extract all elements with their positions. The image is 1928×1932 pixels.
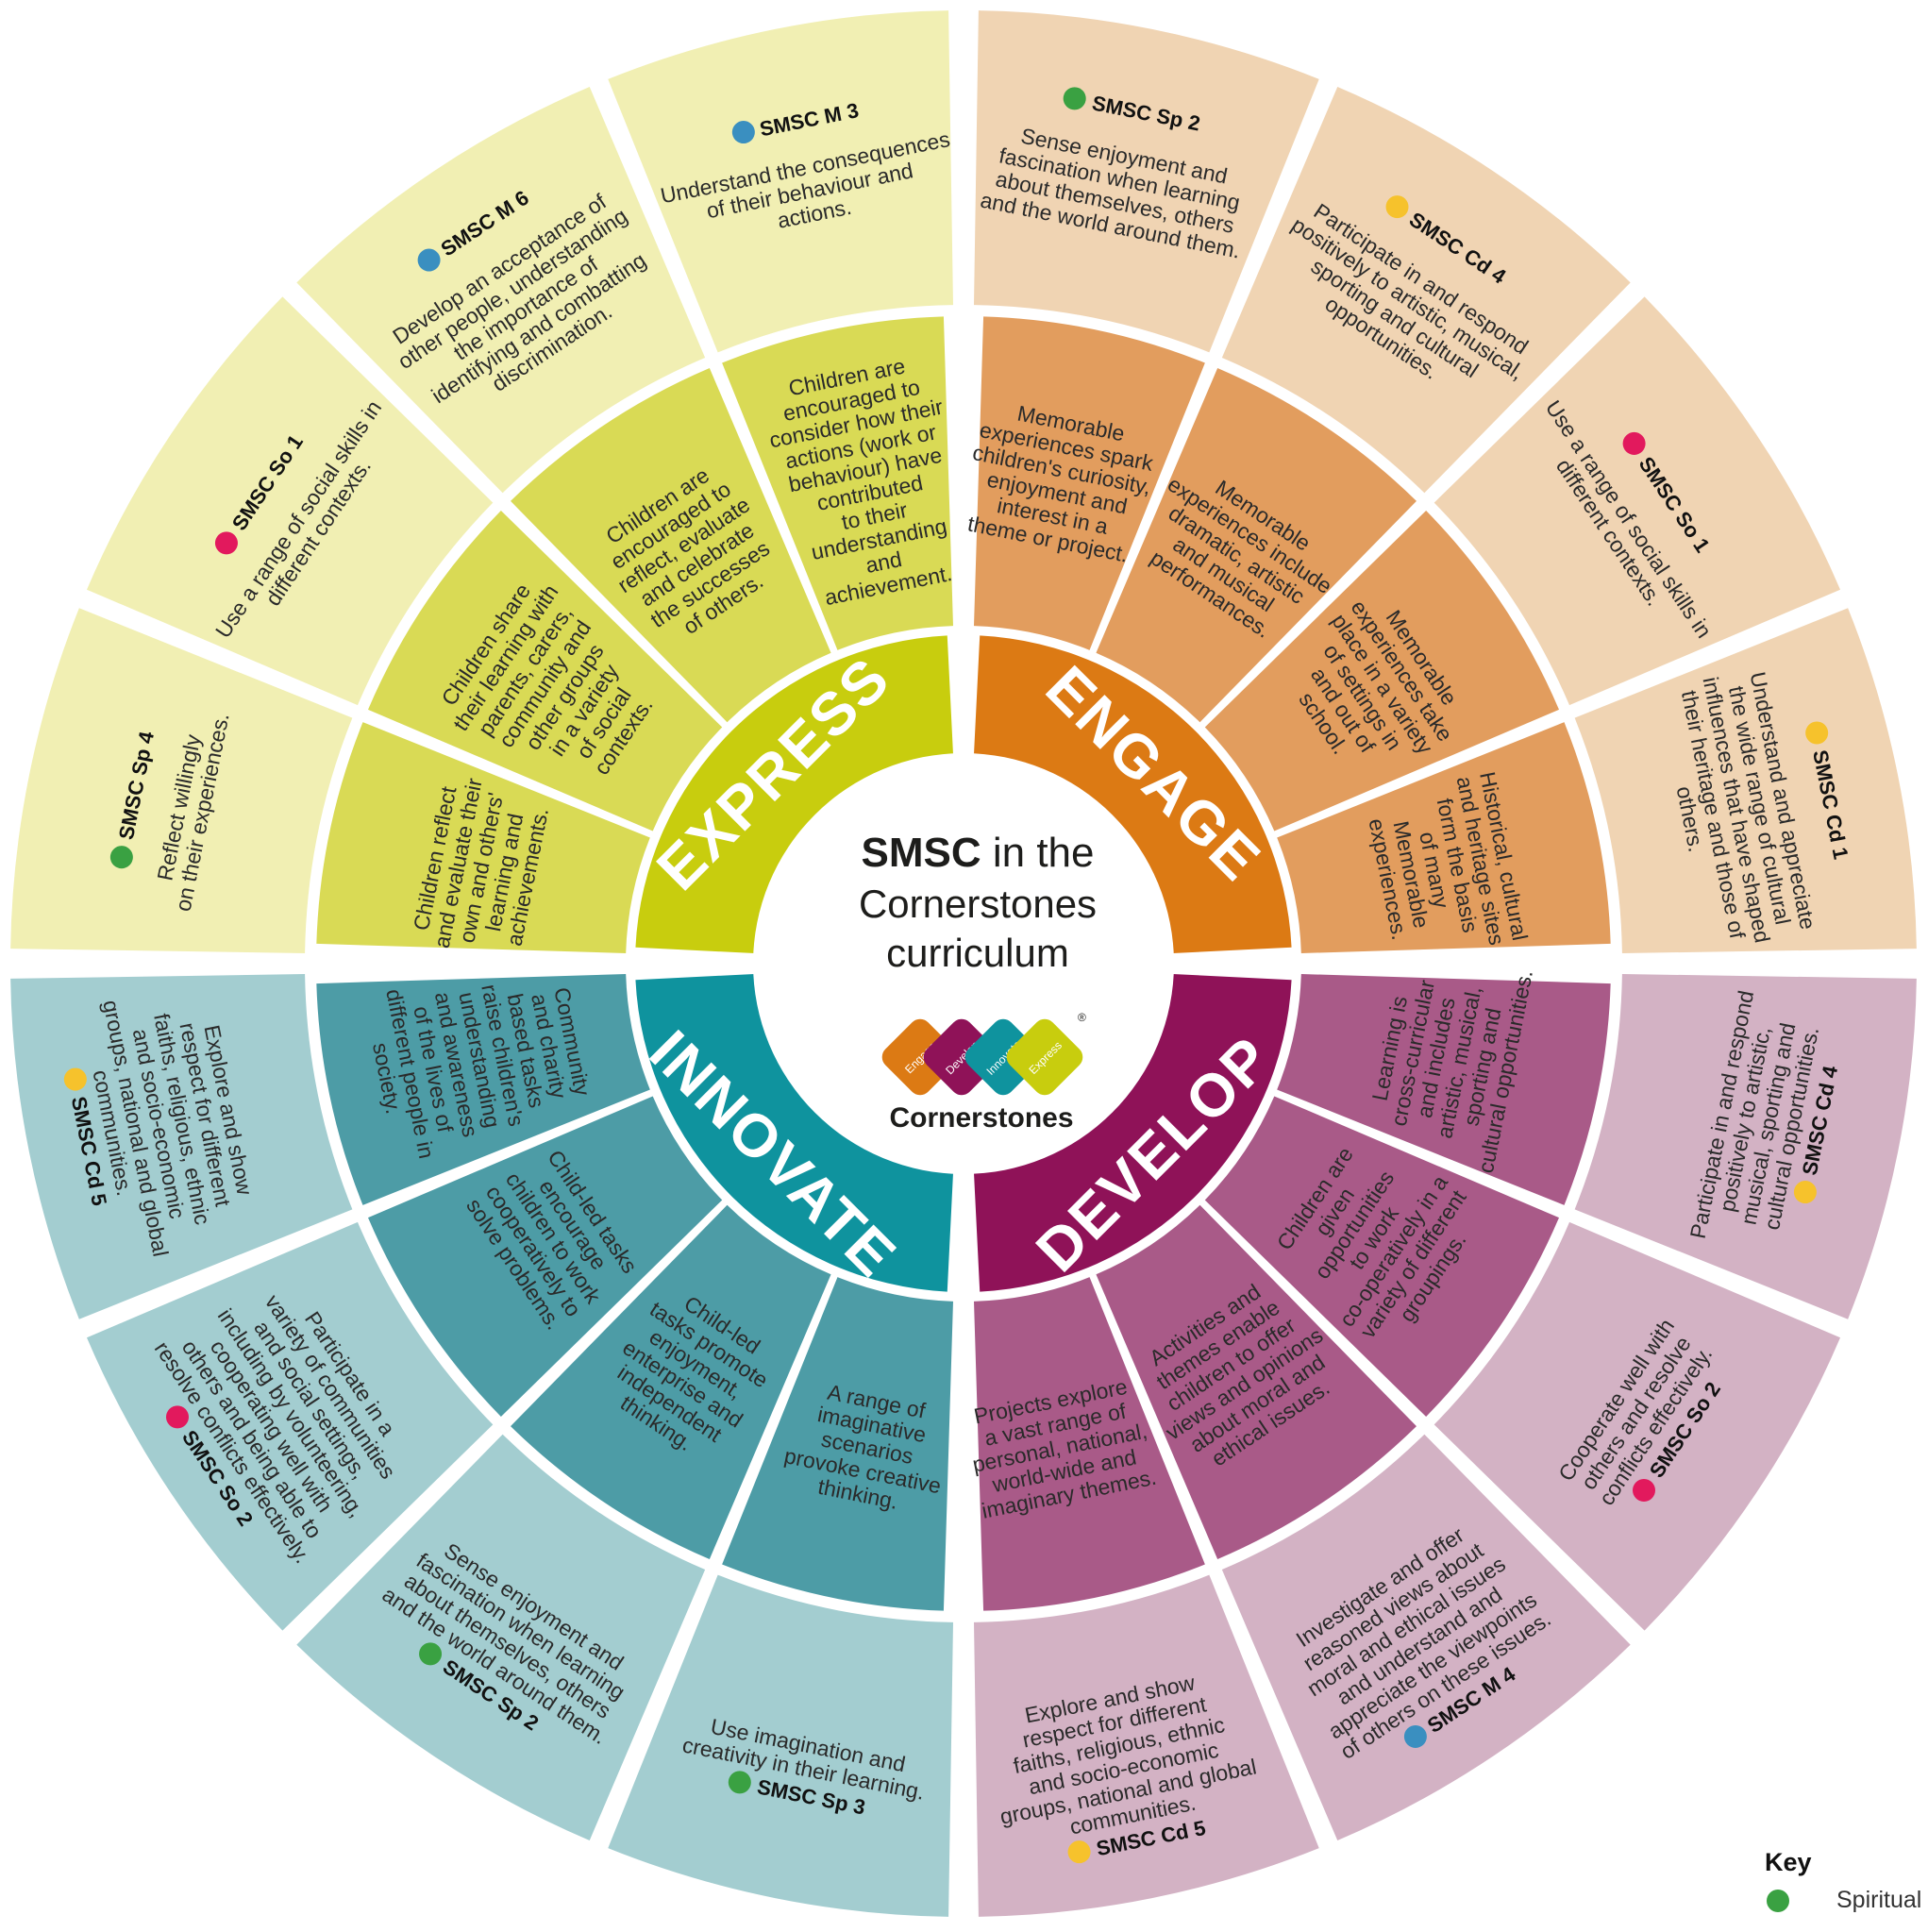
outer-segment-innovate-1 (608, 1574, 954, 1917)
band-develop (973, 973, 1292, 1292)
cultural-dot-icon (1805, 721, 1829, 745)
social-dot-icon (165, 1405, 189, 1429)
inner-segment-express-3 (511, 368, 831, 723)
center-title-line3: curriculum (886, 931, 1069, 975)
key-entry-label: Spiritual (1836, 1887, 1922, 1913)
outer-segment-develop-2 (1433, 1221, 1841, 1631)
inner-segment-innovate-4 (316, 973, 650, 1205)
moral-dot-icon (1403, 1724, 1427, 1748)
inner-segment-express-2 (368, 511, 723, 832)
spiritual-dot-icon (109, 846, 133, 869)
outer-segment-express-1 (10, 608, 353, 954)
inner-text-group-engage-4: Historical, culturaland heritage sitesfo… (1359, 770, 1533, 966)
spiritual-dot-icon (1767, 1889, 1789, 1912)
moral-dot-icon (731, 121, 755, 144)
outer-segment-express-2 (86, 296, 494, 706)
spiritual-dot-icon (419, 1642, 443, 1666)
spiritual-dot-icon (728, 1771, 751, 1794)
inner-text-express-2: Children sharetheir learning withparents… (428, 567, 680, 815)
outer-segment-innovate-3 (86, 1221, 494, 1631)
band-innovate (635, 973, 954, 1292)
outer-segment-engage-2 (1221, 86, 1631, 494)
social-dot-icon (1632, 1479, 1655, 1503)
inner-text-group-express-2: Children sharetheir learning withparents… (428, 567, 680, 815)
inner-segment-express-4 (722, 316, 954, 650)
inner-segment-develop-4 (973, 1277, 1205, 1611)
cultural-dot-icon (1067, 1840, 1091, 1864)
outer-segment-engage-4 (1574, 608, 1917, 954)
outer-segment-develop-3 (1221, 1434, 1631, 1841)
moral-dot-icon (417, 248, 441, 272)
inner-text-group-express-1: Children reflectand evaluate theirown an… (406, 771, 556, 964)
social-dot-icon (214, 531, 238, 555)
wheel-segments (10, 10, 1917, 1917)
key-entry-spiritual: Spiritual (1765, 1887, 1928, 1914)
outer-segment-express-4 (608, 10, 954, 353)
cultural-dot-icon (1793, 1181, 1817, 1204)
outer-text-develop-1: Participate in and respondpositively to … (1685, 988, 1828, 1254)
outer-text-group-develop-1: Participate in and respondpositively to … (1685, 988, 1843, 1254)
logo-wordmark: Cornerstones (889, 1102, 1073, 1134)
inner-segment-innovate-3 (368, 1096, 723, 1417)
social-dot-icon (1622, 431, 1646, 455)
inner-text-express-1: Children reflectand evaluate theirown an… (406, 771, 556, 964)
cultural-dot-icon (63, 1067, 87, 1091)
outer-segment-express-3 (296, 86, 706, 494)
inner-text-engage-4: Historical, culturaland heritage sitesfo… (1359, 770, 1533, 966)
logo-tile-express: Express (1006, 1018, 1083, 1096)
inner-segment-develop-2 (1204, 1096, 1559, 1417)
center-title-line2: Cornerstones (859, 882, 1097, 926)
wheel-bands (635, 635, 1292, 1292)
inner-segment-engage-3 (1204, 511, 1559, 832)
inner-segment-engage-2 (1096, 368, 1417, 723)
inner-segment-innovate-1 (722, 1277, 954, 1611)
inner-segment-develop-1 (1277, 973, 1611, 1205)
outer-text-group-develop-2: Cooperate well withothers and resolvecon… (1553, 1314, 1725, 1509)
spiritual-dot-icon (1063, 87, 1086, 110)
outer-segment-develop-1 (1574, 973, 1917, 1319)
outer-segment-engage-1 (973, 10, 1319, 353)
registered-mark: ® (1078, 1011, 1086, 1024)
cultural-dot-icon (1385, 195, 1409, 219)
outer-segment-innovate-2 (296, 1434, 706, 1841)
key-title: Key (1765, 1848, 1812, 1876)
inner-segment-express-1 (316, 722, 650, 954)
outer-segment-innovate-4 (10, 973, 353, 1319)
strand-key: Key Spiritual (1765, 1848, 1928, 1932)
inner-segment-engage-1 (973, 316, 1205, 650)
cornerstones-logo: Engage Develop Innovate Express ® Corner… (881, 1011, 1086, 1134)
band-express (635, 635, 954, 954)
inner-segment-innovate-2 (511, 1204, 831, 1559)
center-hub: SMSC in the Cornerstones curriculum Enga… (753, 753, 1174, 1174)
outer-segment-engage-3 (1433, 296, 1841, 706)
inner-segment-engage-4 (1277, 722, 1611, 954)
outer-segment-develop-4 (973, 1574, 1319, 1917)
band-engage (973, 635, 1292, 954)
inner-segment-develop-3 (1096, 1204, 1417, 1559)
center-title-line1: SMSC in the (862, 830, 1095, 876)
